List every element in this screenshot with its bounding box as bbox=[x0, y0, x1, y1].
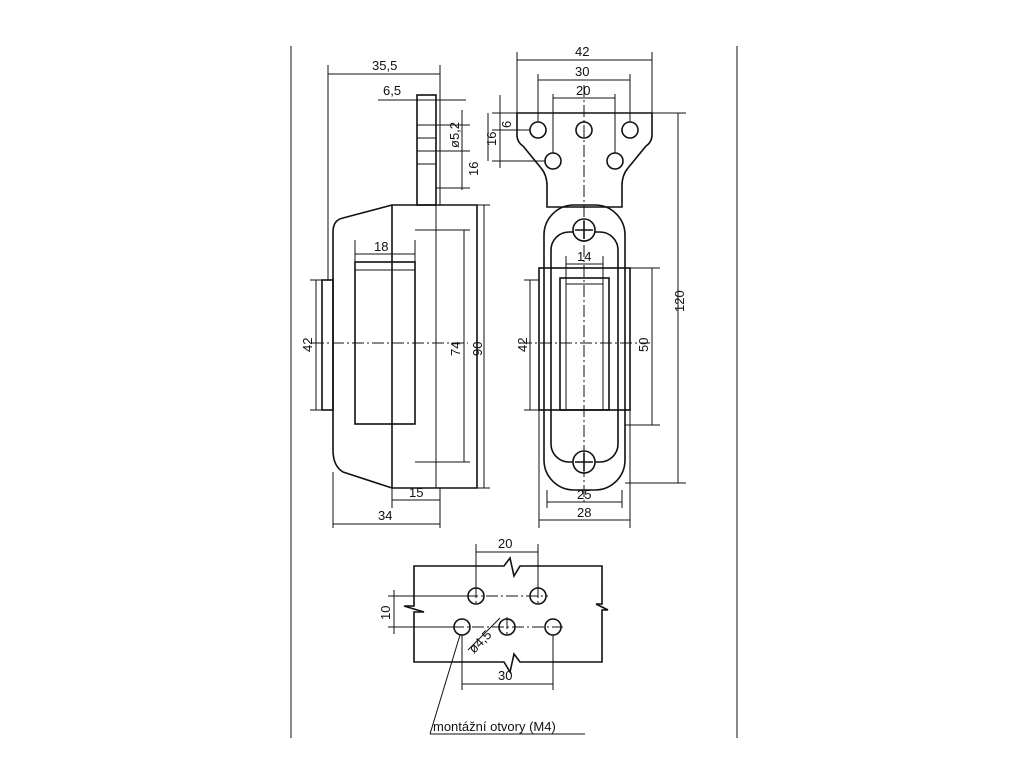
front-view: 42 30 20 6 16 14 42 50 bbox=[484, 44, 687, 528]
side-dim-height-left: 42 bbox=[300, 338, 315, 352]
front-plate-outline bbox=[516, 112, 653, 208]
front-hole-3 bbox=[621, 121, 639, 139]
side-dim-tab: 6,5 bbox=[383, 83, 401, 98]
pattern-dim-hole-dia: ø4,5 bbox=[466, 627, 495, 656]
side-dim-hole-dia: ø5,2 bbox=[447, 122, 462, 148]
side-dim-tab-height: 16 bbox=[466, 162, 481, 176]
pattern-caption: montážní otvory (M4) bbox=[433, 719, 556, 734]
pattern-dim-row-offset: 10 bbox=[378, 606, 393, 620]
side-dim-bottom-inner: 15 bbox=[409, 485, 423, 500]
pattern-dim-bottom-spacing: 30 bbox=[498, 668, 512, 683]
front-dim-width-top: 42 bbox=[575, 44, 589, 59]
front-dim-hole-offset: 6 bbox=[499, 121, 514, 128]
front-dim-window-width: 14 bbox=[577, 249, 591, 264]
front-dim-bottom-overall: 28 bbox=[577, 505, 591, 520]
front-dim-bottom-inner: 25 bbox=[577, 487, 591, 502]
pattern-dim-top-spacing: 20 bbox=[498, 536, 512, 551]
hole-pattern: 20 10 ø4,5 30 montážní otvory (M4) bbox=[378, 536, 609, 735]
front-dim-holes-outer: 30 bbox=[575, 64, 589, 79]
side-dim-overall-top: 35,5 bbox=[372, 58, 397, 73]
side-flange bbox=[321, 279, 334, 411]
side-dim-bottom-overall: 34 bbox=[378, 508, 392, 523]
front-dim-holes-inner: 20 bbox=[576, 83, 590, 98]
side-body-outline bbox=[332, 204, 478, 489]
pattern-outline bbox=[403, 556, 609, 675]
side-dim-pocket-width: 18 bbox=[374, 239, 388, 254]
front-dim-height-left: 42 bbox=[515, 338, 530, 352]
side-tab bbox=[416, 94, 437, 206]
front-dim-overall-height: 120 bbox=[672, 290, 687, 312]
side-view: 35,5 6,5 ø5,2 16 18 42 74 90 15 bbox=[300, 58, 490, 528]
side-dim-height-outer: 90 bbox=[470, 342, 485, 356]
front-hole-1 bbox=[529, 121, 547, 139]
front-hole-4 bbox=[544, 152, 562, 170]
front-dim-height-right: 50 bbox=[636, 338, 651, 352]
side-dim-height-inner: 74 bbox=[448, 342, 463, 356]
front-hole-5 bbox=[606, 152, 624, 170]
front-dim-tab-height: 16 bbox=[484, 132, 499, 146]
